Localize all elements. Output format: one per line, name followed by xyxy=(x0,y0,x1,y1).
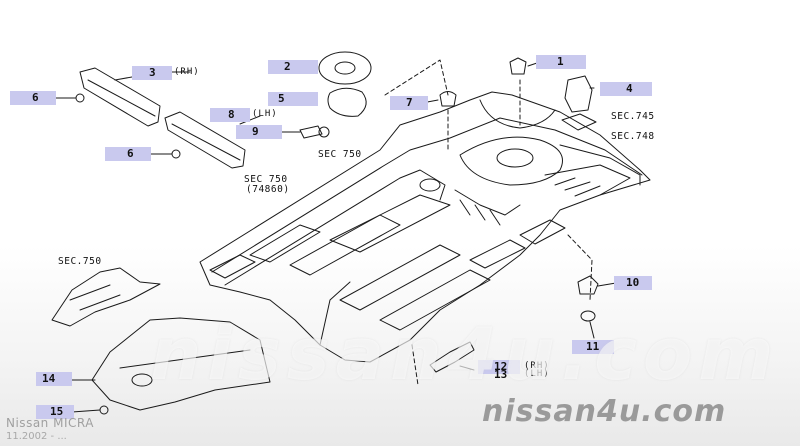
part-11-grommet xyxy=(580,310,596,322)
callout-4-number: 4 xyxy=(626,82,633,95)
callout-6b: 6 xyxy=(105,147,151,161)
callout-10-number: 10 xyxy=(626,276,640,289)
callout-13-side: (LH) xyxy=(524,369,550,379)
part-1-clip xyxy=(509,57,527,75)
floor-panel xyxy=(199,91,651,363)
part-4-bracket xyxy=(564,75,593,113)
part-6-bolt-a xyxy=(75,93,85,103)
callout-6a-number: 6 xyxy=(32,91,39,104)
sec-ref-748: SEC.748 xyxy=(611,131,655,142)
callout-11: 11 xyxy=(572,340,614,354)
callout-12-side: (RH) xyxy=(524,361,550,371)
callout-4: 4 xyxy=(600,82,652,96)
callout-3-number: 3 xyxy=(149,66,156,79)
callout-9: 9 xyxy=(236,125,282,139)
callout-15: 15 xyxy=(36,405,74,419)
sec-ref-part-number: (74860) xyxy=(246,184,290,195)
callout-7-number: 7 xyxy=(406,96,413,109)
callout-8-side: (LH) xyxy=(252,109,278,119)
sec-ref-750-rail: SEC 750 xyxy=(244,174,288,185)
part-7-grommet xyxy=(439,91,457,107)
part-10-clip xyxy=(577,275,599,295)
callout-12-number: 12 xyxy=(494,360,508,373)
callout-1-number: 1 xyxy=(557,55,564,68)
callout-6b-number: 6 xyxy=(127,147,134,160)
callout-1: 1 xyxy=(536,55,586,69)
part-5-seal xyxy=(327,87,367,117)
watermark-large: nissan4u.com xyxy=(150,312,780,396)
callout-7: 7 xyxy=(390,96,428,110)
part-15-bolt xyxy=(99,405,109,415)
callout-3-side: (RH) xyxy=(174,67,200,77)
callout-13: 13 xyxy=(478,368,520,382)
watermark-small: nissan4u.com xyxy=(482,394,727,429)
callout-5-number: 5 xyxy=(278,92,285,105)
callout-2: 2 xyxy=(268,60,318,74)
model-name: Nissan MICRA xyxy=(6,416,94,430)
callout-6a: 6 xyxy=(10,91,56,105)
callout-3: 3 xyxy=(132,66,172,80)
part-6-bolt-b xyxy=(171,149,181,159)
callout-14-number: 14 xyxy=(42,372,56,385)
callout-12: 12 xyxy=(478,360,520,374)
sec-ref-750-side: SEC.750 xyxy=(58,256,102,267)
part-8-rail xyxy=(164,111,246,169)
part-12-13-brace xyxy=(429,341,475,373)
part-9-bolt xyxy=(299,125,323,139)
callout-11-number: 11 xyxy=(586,340,600,353)
callout-8-number: 8 xyxy=(228,108,235,121)
sec-ref-745: SEC.745 xyxy=(611,111,655,122)
part-3-rail xyxy=(79,67,161,127)
callout-14: 14 xyxy=(36,372,72,386)
callout-10: 10 xyxy=(614,276,652,290)
side-bracket-sec750 xyxy=(51,267,161,327)
callout-15-number: 15 xyxy=(50,405,64,418)
sec-ref-750-bolt: SEC 750 xyxy=(318,149,362,160)
part-2-grommet xyxy=(318,51,372,85)
callout-2-number: 2 xyxy=(284,60,291,73)
callout-8: 8 xyxy=(210,108,250,122)
callout-5: 5 xyxy=(268,92,318,106)
model-date-range: 11.2002 - ... xyxy=(6,431,67,442)
callout-13-number: 13 xyxy=(494,368,508,381)
part-14-undercover xyxy=(91,317,271,411)
callout-9-number: 9 xyxy=(252,125,259,138)
